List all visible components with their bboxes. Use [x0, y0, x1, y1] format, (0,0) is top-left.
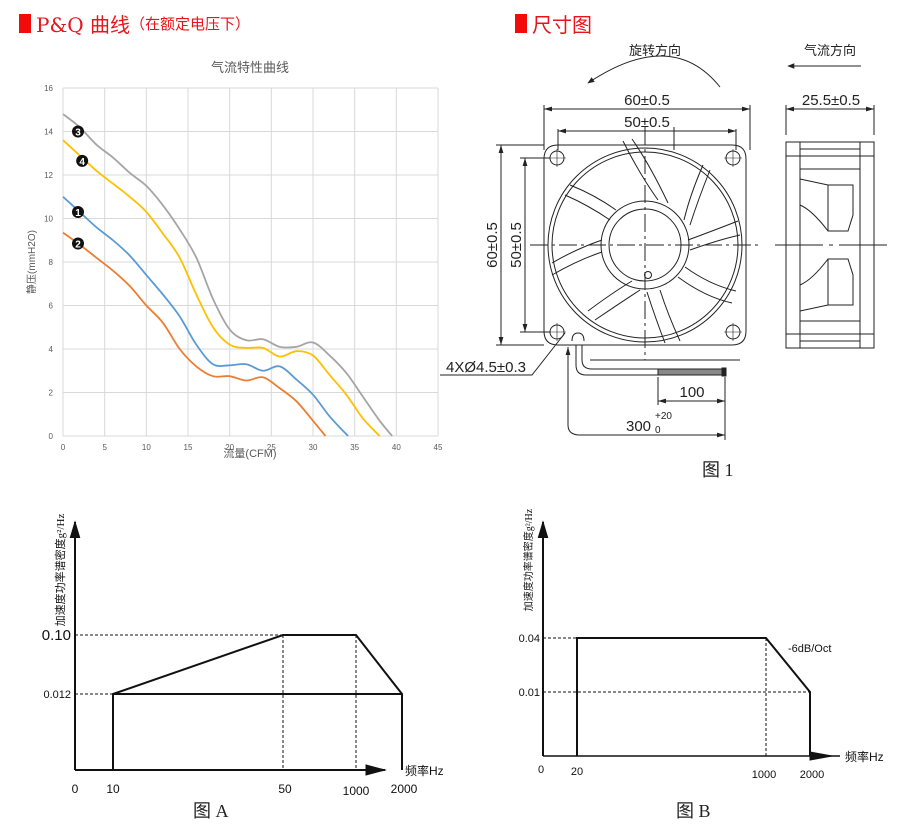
- x-tick-label: 10: [142, 443, 151, 452]
- y-tick-0012: 0.012: [43, 689, 71, 701]
- x-tick-label: 35: [350, 443, 359, 452]
- x-axis-arrow-icon: [809, 751, 833, 761]
- dimension-title: 尺寸图: [532, 13, 592, 37]
- figure-b-caption: 图 B: [676, 801, 711, 821]
- chart-grid: [62, 87, 439, 437]
- dimension-section-title: 尺寸图: [515, 9, 592, 38]
- y-tick-004: 0.04: [519, 633, 540, 645]
- x-tick-0: 0: [538, 764, 544, 776]
- legend-marker-label-1: 1: [75, 208, 81, 219]
- y-axis-ticks: 0 2 4 6 8 10 12 14 16: [44, 84, 53, 441]
- rotation-arrow-icon: [587, 55, 721, 88]
- outer-height-dimension: 60±0.5: [484, 222, 501, 268]
- x-axis-arrow-icon: [365, 764, 387, 776]
- y-tick-label: 10: [44, 215, 53, 224]
- lead-tolerance-upper: +20: [655, 411, 672, 422]
- figure-1-caption: 图 1: [702, 460, 734, 480]
- x-tick-2000: 2000: [800, 769, 824, 781]
- x-tick-20: 20: [571, 766, 583, 778]
- psd-profile-b: [576, 637, 811, 756]
- legend-marker-label-3: 3: [75, 128, 81, 139]
- x-tick-label: 25: [267, 443, 276, 452]
- fan-dimension-drawing: 旋转方向 气流方向 60±0.5 50±0.5 25.5±0.5 60±0.5 …: [440, 43, 890, 440]
- y-tick-label: 6: [49, 302, 54, 311]
- lead-tolerance-lower: 0: [655, 425, 661, 436]
- x-tick-0: 0: [72, 782, 79, 796]
- x-tick-10: 10: [106, 782, 120, 796]
- legend-marker-3: [72, 125, 84, 138]
- series-line-3: [62, 113, 393, 437]
- x-tick-label: 40: [392, 443, 401, 452]
- x-axis-label: 频率Hz: [845, 749, 884, 764]
- y-tick-label: 2: [49, 389, 54, 398]
- series-line-2: [62, 231, 327, 437]
- pq-subtitle: （在额定电压下）: [130, 15, 251, 33]
- pq-title: P&Q 曲线: [36, 13, 131, 37]
- chart-legend-markers: 1 2 3 4: [72, 125, 89, 251]
- y-tick-label: 16: [44, 84, 53, 93]
- x-axis-label: 流量(CFM): [223, 446, 276, 460]
- mounting-holes-dimension: 4XØ4.5±0.3: [446, 359, 526, 376]
- series-line-1: [62, 196, 349, 437]
- rotation-direction-label: 旋转方向: [629, 43, 681, 58]
- y-tick-label: 0: [49, 432, 54, 441]
- x-tick-label: 5: [102, 443, 107, 452]
- vibration-spectrum-b: 加速度功率谱密度g²/Hz 0.04 0.01 0 20 1000 2000 -…: [519, 508, 884, 781]
- strip-length-dimension: 100: [679, 384, 704, 401]
- lead-length-dimension: 300: [626, 418, 651, 435]
- chart-title: 气流特性曲线: [211, 60, 289, 75]
- legend-marker-4: [76, 154, 89, 167]
- x-tick-label: 0: [61, 443, 66, 452]
- y-tick-label: 12: [44, 171, 53, 180]
- legend-marker-2: [72, 237, 84, 250]
- y-axis-label: 静压(mmH2O): [25, 230, 38, 294]
- vibration-spectrum-a: 加速度功率谱密度g²/Hz 0.10 0.012 0 10 50 1000 20…: [42, 514, 444, 798]
- slope-annotation: -6dB/Oct: [788, 643, 831, 655]
- legend-marker-label-2: 2: [75, 240, 81, 251]
- pq-section-title: P&Q 曲线 （在额定电压下）: [19, 9, 250, 38]
- legend-marker-label-4: 4: [79, 157, 85, 168]
- legend-marker-1: [72, 205, 84, 218]
- x-tick-2000: 2000: [391, 782, 418, 796]
- x-tick-label: 30: [309, 443, 318, 452]
- x-tick-label: 15: [184, 443, 193, 452]
- y-axis-label: 加速度功率谱密度g²/Hz: [53, 514, 67, 627]
- y-tick-label: 14: [44, 128, 53, 137]
- x-tick-label: 20: [225, 443, 234, 452]
- y-tick-label: 8: [49, 258, 54, 267]
- chart-series: [62, 113, 393, 437]
- airflow-direction-label: 气流方向: [804, 43, 856, 58]
- series-line-4: [62, 139, 381, 437]
- x-tick-1000: 1000: [343, 784, 370, 798]
- title-marker: [19, 14, 31, 33]
- depth-dimension: 25.5±0.5: [802, 92, 860, 109]
- y-tick-label: 4: [49, 345, 54, 354]
- hole-spacing-vertical-dimension: 50±0.5: [508, 222, 525, 268]
- fan-frame: [543, 144, 747, 346]
- x-axis-ticks: 0 5 10 15 20 25 30 35 40 45: [61, 443, 443, 452]
- title-marker: [515, 14, 527, 33]
- x-tick-50: 50: [278, 782, 292, 796]
- y-tick-001: 0.01: [519, 687, 540, 699]
- psd-profile-a: [112, 634, 403, 770]
- x-tick-1000: 1000: [752, 769, 776, 781]
- x-tick-label: 45: [434, 443, 443, 452]
- y-tick-010: 0.10: [42, 627, 71, 644]
- outer-width-dimension: 60±0.5: [624, 92, 670, 109]
- figure-a-caption: 图 A: [193, 801, 229, 821]
- x-axis-label: 频率Hz: [405, 763, 444, 778]
- hole-spacing-dimension: 50±0.5: [624, 114, 670, 131]
- y-axis-label: 加速度功率谱密度g²/Hz: [522, 508, 535, 611]
